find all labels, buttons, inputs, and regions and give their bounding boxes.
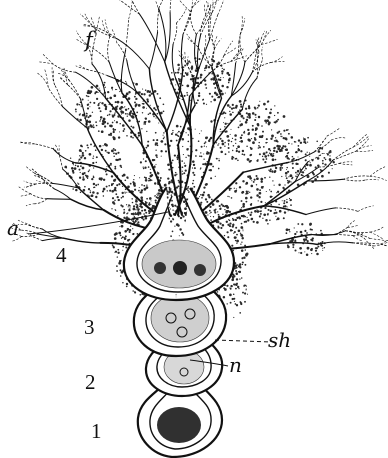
nucleus-dark <box>194 264 206 276</box>
leader-sh <box>215 340 270 342</box>
label-sh: sh <box>268 330 291 350</box>
nucleus-dark <box>173 261 187 275</box>
label-2: 2 <box>85 372 96 393</box>
cell-chain <box>124 188 234 457</box>
label-3: 3 <box>84 317 95 338</box>
label-f: f <box>85 30 93 51</box>
label-4: 4 <box>56 245 67 266</box>
cell-3-body <box>151 294 209 342</box>
label-1: 1 <box>91 421 102 442</box>
nucleus-dark <box>154 262 166 274</box>
label-n: n <box>229 355 242 375</box>
cell-1-body <box>157 407 201 443</box>
label-a: a <box>7 218 19 238</box>
